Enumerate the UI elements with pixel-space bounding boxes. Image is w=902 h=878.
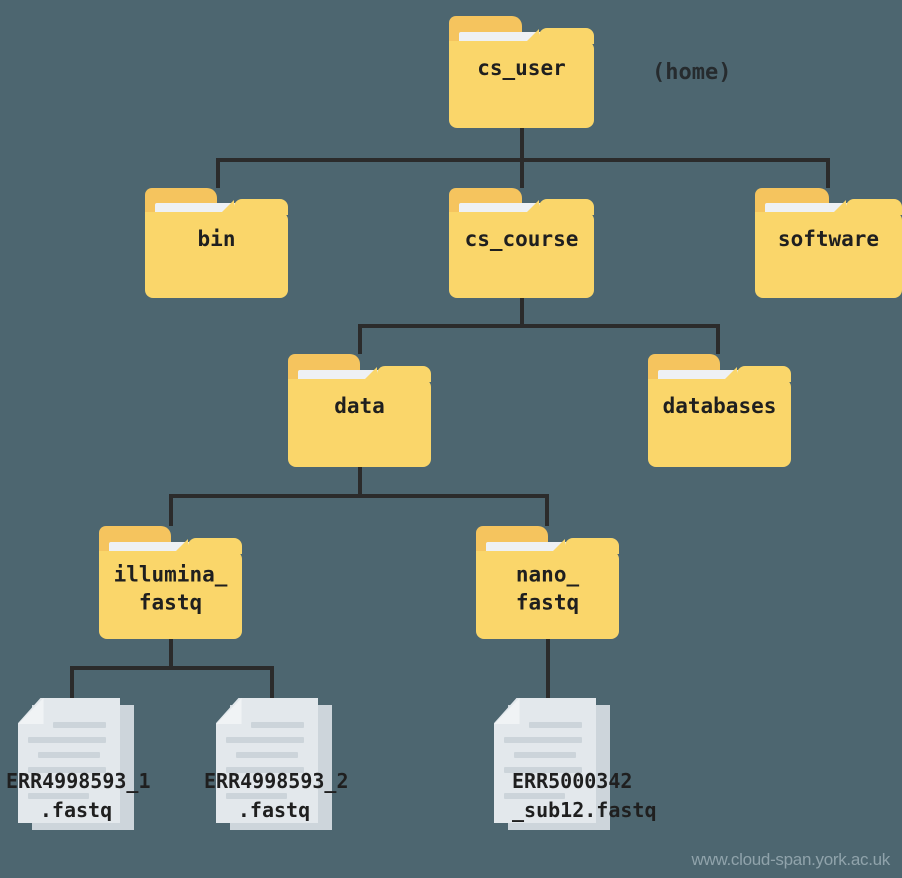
connector-to-nano_fastq bbox=[545, 494, 549, 526]
folder-body bbox=[449, 199, 594, 298]
folder-icon bbox=[449, 16, 594, 128]
folder-icon bbox=[449, 188, 594, 298]
folder-body bbox=[648, 365, 791, 467]
home-annotation: (home) bbox=[652, 60, 732, 85]
file-err4998593_1[interactable]: ERR4998593_1 .fastq bbox=[6, 698, 151, 830]
folder-label-data: data bbox=[334, 394, 385, 419]
connector-data-bus bbox=[169, 494, 549, 498]
connector-to-err4998593_1 bbox=[70, 666, 74, 698]
watermark: www.cloud-span.york.ac.uk bbox=[691, 850, 891, 869]
connector-to-cs_course bbox=[520, 158, 524, 188]
folder-icon bbox=[648, 354, 791, 467]
folder-icon bbox=[755, 188, 902, 298]
file-err5000342_sub12[interactable]: ERR5000342 _sub12.fastq bbox=[494, 698, 657, 830]
connector-cs_course-bus bbox=[358, 324, 720, 328]
connector-to-illumina_fastq bbox=[169, 494, 173, 526]
folder-bin[interactable]: bin bbox=[145, 188, 288, 298]
file-icon bbox=[18, 698, 134, 830]
file-err4998593_2[interactable]: ERR4998593_2 .fastq bbox=[204, 698, 349, 830]
folder-body bbox=[288, 365, 431, 467]
folder-databases[interactable]: databases bbox=[648, 354, 791, 467]
file-label-err4998593_1: ERR4998593_1 .fastq bbox=[6, 768, 151, 822]
connector-to-data bbox=[358, 324, 362, 354]
folder-cs_user[interactable]: cs_user bbox=[449, 16, 594, 128]
connector-to-software bbox=[826, 158, 830, 188]
folder-body bbox=[449, 27, 594, 128]
folder-icon bbox=[476, 526, 619, 639]
file-label-err5000342_sub12: ERR5000342 _sub12.fastq bbox=[512, 768, 657, 822]
folder-icon bbox=[145, 188, 288, 298]
folder-body bbox=[476, 537, 619, 639]
folder-cs_course[interactable]: cs_course bbox=[449, 188, 594, 298]
connector-to-databases bbox=[716, 324, 720, 354]
connector-cs_user-stem bbox=[520, 126, 524, 162]
connector-to-err5000342_sub12 bbox=[546, 638, 550, 698]
connector-data-stem bbox=[358, 466, 362, 498]
file-label-err4998593_2: ERR4998593_2 .fastq bbox=[204, 768, 349, 822]
folder-body bbox=[99, 537, 242, 639]
file-icon bbox=[216, 698, 332, 830]
connector-cs_course-stem bbox=[520, 296, 524, 328]
folder-illumina_fastq[interactable]: illumina_ fastq bbox=[99, 526, 242, 639]
folder-label-nano_fastq: nano_ fastq bbox=[515, 562, 580, 615]
folder-nano_fastq[interactable]: nano_ fastq bbox=[476, 526, 619, 639]
folder-icon bbox=[99, 526, 242, 639]
folder-label-cs_user: cs_user bbox=[477, 55, 566, 80]
folder-label-cs_course: cs_course bbox=[464, 226, 579, 251]
folder-software[interactable]: software bbox=[755, 188, 902, 298]
folder-label-software: software bbox=[777, 226, 880, 251]
connector-illumina_fastq-bus bbox=[70, 666, 274, 670]
folder-label-illumina_fastq: illumina_ fastq bbox=[113, 562, 228, 615]
file-icon bbox=[494, 698, 610, 830]
folder-body bbox=[755, 199, 902, 298]
folder-label-databases: databases bbox=[662, 394, 777, 419]
folder-label-bin: bin bbox=[197, 226, 236, 251]
file-text-lines bbox=[18, 698, 120, 823]
file-text-lines bbox=[216, 698, 318, 823]
connector-to-bin bbox=[216, 158, 220, 188]
folder-data[interactable]: data bbox=[288, 354, 431, 467]
file-text-lines bbox=[494, 698, 596, 823]
folder-body bbox=[145, 199, 288, 298]
folder-icon bbox=[288, 354, 431, 467]
connector-to-err4998593_2 bbox=[270, 666, 274, 698]
connector-illumina_fastq-stem bbox=[169, 638, 173, 670]
